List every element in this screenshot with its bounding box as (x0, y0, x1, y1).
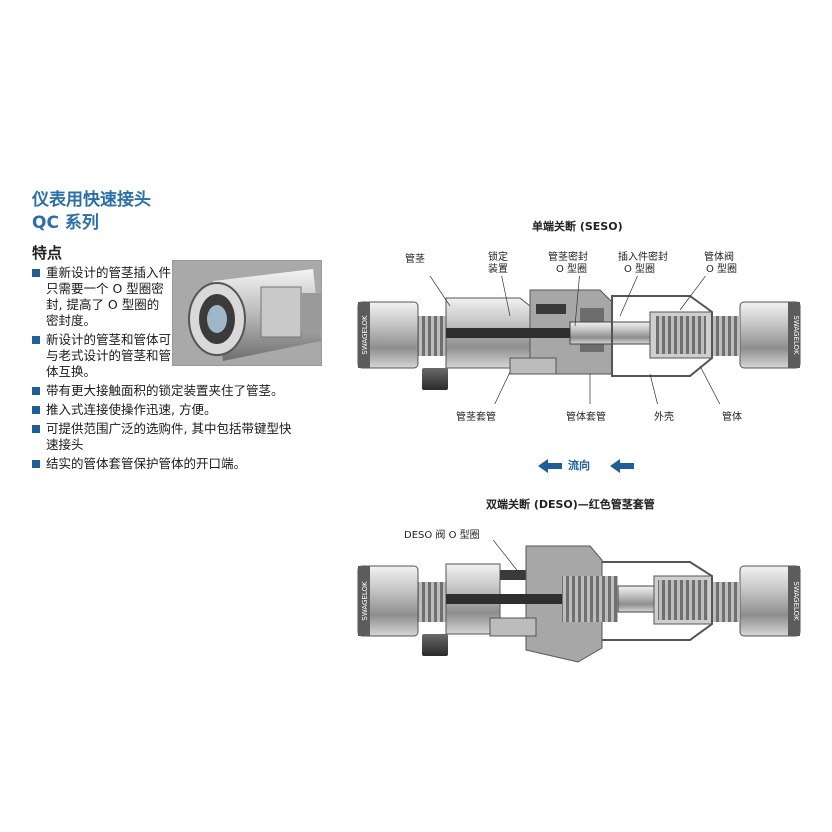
flow-arrow-left-icon (538, 459, 562, 473)
label-stem: 管茎 (405, 254, 425, 265)
feature-item: 带有更大接触面积的锁定装置夹住了管茎。 (32, 383, 294, 399)
seso-cutaway-diagram: SWAGELOK SWAGELOK (357, 276, 801, 404)
feature-item: 重新设计的管茎插入件只需要一个 O 型圈密封, 提高了 O 型圈的密封度。 (32, 265, 171, 329)
product-title-line2: QC 系列 (32, 213, 99, 233)
deso-cutaway-diagram: SWAGELOK SWAGELOK (357, 540, 801, 663)
brand-text-left: SWAGELOK (361, 581, 369, 621)
label-body-valve-line2: O 型圈 (706, 264, 738, 275)
brand-text-right: SWAGELOK (792, 315, 800, 355)
deso-diagram-title: 双端关断 (DESO)—红色管茎套管 (486, 498, 655, 511)
brand-text-left: SWAGELOK (361, 315, 369, 355)
label-shell: 外壳 (654, 412, 674, 423)
flow-arrows (538, 459, 634, 473)
feature-item: 结实的管体套管保护管体的开口端。 (32, 456, 294, 472)
features-list: 重新设计的管茎插入件只需要一个 O 型圈密封, 提高了 O 型圈的密封度。 新设… (32, 265, 294, 475)
brand-text-right: SWAGELOK (792, 581, 800, 621)
label-lock-line1: 锁定 (488, 252, 508, 263)
seso-diagram-title: 单端关断 (SESO) (532, 220, 623, 233)
features-heading: 特点 (32, 244, 63, 262)
label-insert-seal-line2: O 型圈 (624, 264, 656, 275)
flow-arrow-right-icon (610, 459, 634, 473)
feature-item: 推入式连接使操作迅速, 方便。 (32, 402, 294, 418)
feature-item: 可提供范围广泛的选购件, 其中包括带键型快速接头 (32, 421, 294, 453)
label-body: 管体 (722, 412, 742, 423)
flow-label: 流向 (568, 459, 590, 472)
quick-connect-photo-icon (173, 261, 321, 365)
label-stem-sleeve: 管茎套管 (456, 412, 496, 423)
label-lock-line2: 装置 (488, 264, 508, 275)
label-insert-seal-line1: 插入件密封 (618, 252, 668, 263)
product-photo (172, 260, 322, 366)
label-stem-seal-line1: 管茎密封 (548, 252, 588, 263)
label-deso-valve: DESO 阀 O 型圈 (404, 530, 480, 541)
label-body-sleeve: 管体套管 (566, 412, 606, 423)
product-title-line1: 仪表用快速接头 (32, 190, 151, 210)
label-body-valve-line1: 管体阀 (704, 252, 734, 263)
feature-item: 新设计的管茎和管体可与老式设计的管茎和管体互换。 (32, 332, 171, 380)
label-stem-seal-line2: O 型圈 (556, 264, 588, 275)
